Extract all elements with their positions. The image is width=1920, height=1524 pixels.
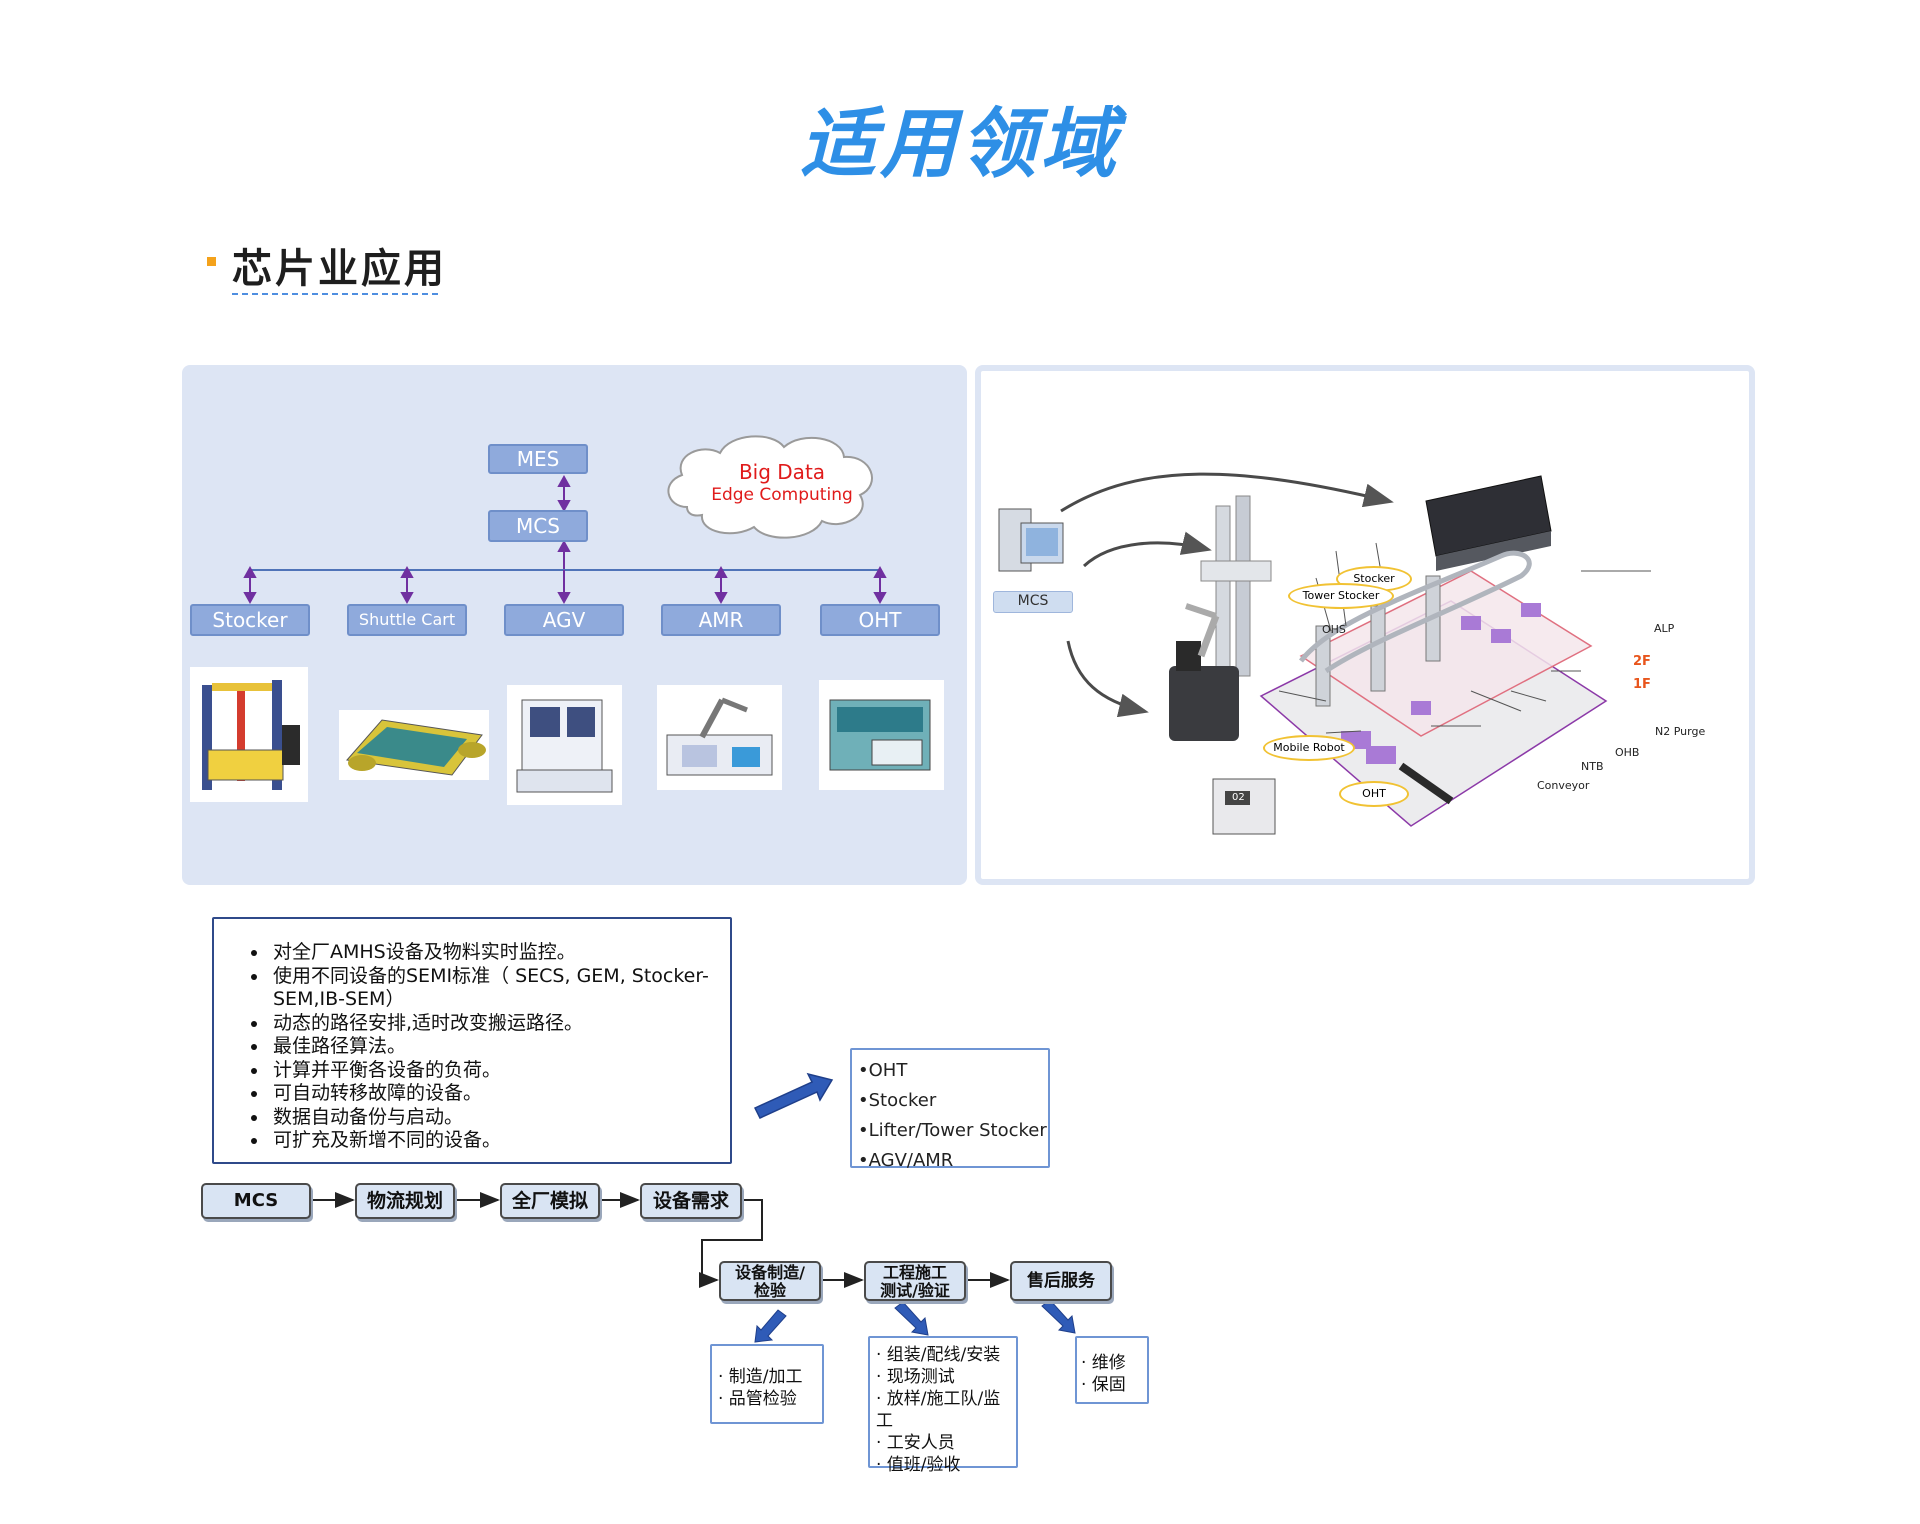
feature-item: 动态的路径安排,适时改变搬运路径。 bbox=[269, 1012, 730, 1036]
map-label-oht: OHT bbox=[1339, 781, 1409, 807]
map-label-n2-purge: N2 Purge bbox=[1655, 725, 1706, 738]
detail-item: · 品管检验 bbox=[718, 1389, 797, 1409]
feature-item: 使用不同设备的SEMI标准（ SECS, GEM, Stocker-SEM,IB… bbox=[269, 965, 730, 1012]
feature-item: 可自动转移故障的设备。 bbox=[269, 1082, 730, 1106]
equipment-shuttle-cart: Shuttle Cart bbox=[347, 604, 467, 636]
map-mcs-label: MCS bbox=[993, 591, 1073, 613]
architecture-panel: MES MCS Big Data Edge Computing Stocker … bbox=[182, 365, 967, 885]
flow-step-construction-line-2: 测试/验证 bbox=[880, 1281, 950, 1300]
detail-item: · 工安人员 bbox=[876, 1433, 955, 1453]
equipment-oht: OHT bbox=[820, 604, 940, 636]
mes-box: MES bbox=[488, 444, 588, 474]
detail-item: · 放样/施工队/监工 bbox=[876, 1389, 1001, 1431]
map-label-1f: 1F bbox=[1633, 677, 1651, 692]
map-label-ohb: OHB bbox=[1615, 746, 1640, 759]
detail-construction-list: · 组装/配线/安装 · 现场测试 · 放样/施工队/监工 · 工安人员 · 值… bbox=[876, 1344, 1016, 1476]
section-bullet bbox=[207, 257, 216, 266]
factory-map-drawing bbox=[998, 472, 1651, 835]
flow-step-logistics-planning: 物流规划 bbox=[355, 1183, 455, 1219]
flow-step-construction: 工程施工 测试/验证 bbox=[864, 1261, 966, 1301]
map-label-mobile-robot: Mobile Robot bbox=[1263, 735, 1355, 761]
feature-item: 可扩充及新增不同的设备。 bbox=[269, 1129, 730, 1153]
detail-service-box: · 维修 · 保固 bbox=[1075, 1336, 1149, 1404]
shuttle-cart-illustration bbox=[339, 710, 489, 780]
page-title: 适用领域 bbox=[800, 99, 1120, 188]
detail-item: · 保固 bbox=[1081, 1375, 1126, 1395]
feature-item: 最佳路径算法。 bbox=[269, 1035, 730, 1059]
detail-manufacturing-list: · 制造/加工 · 品管检验 bbox=[718, 1366, 822, 1410]
feature-item: 数据自动备份与启动。 bbox=[269, 1106, 730, 1130]
flow-step-construction-line-1: 工程施工 bbox=[882, 1263, 947, 1282]
map-label-tower-stocker: Tower Stocker bbox=[1288, 583, 1394, 609]
equipment-agv: AGV bbox=[504, 604, 624, 636]
equipment-stocker: Stocker bbox=[190, 604, 310, 636]
map-label-carrier-tag: 02 bbox=[1232, 792, 1245, 803]
equipment-list-item: •AGV/AMR bbox=[858, 1150, 954, 1171]
feature-list-box: 对全厂AMHS设备及物料实时监控。 使用不同设备的SEMI标准（ SECS, G… bbox=[212, 917, 732, 1164]
equipment-amr: AMR bbox=[661, 604, 781, 636]
equipment-list-item: •Lifter/Tower Stocker bbox=[858, 1120, 1047, 1141]
feature-item: 计算并平衡各设备的负荷。 bbox=[269, 1059, 730, 1083]
factory-map-panel: MCS Stocker Tower Stocker OHS ALP 2F 1F … bbox=[975, 365, 1755, 885]
feature-list: 对全厂AMHS设备及物料实时监控。 使用不同设备的SEMI标准（ SECS, G… bbox=[214, 941, 730, 1153]
section-title: 芯片业应用 bbox=[232, 246, 447, 292]
map-label-ntb: NTB bbox=[1581, 760, 1604, 773]
equipment-list-box: •OHT •Stocker •Lifter/Tower Stocker •AGV… bbox=[850, 1048, 1050, 1171]
flow-step-manufacturing-line-2: 检验 bbox=[753, 1281, 786, 1300]
map-label-2f: 2F bbox=[1633, 654, 1651, 669]
flow-step-manufacturing: 设备制造/ 检验 bbox=[719, 1261, 821, 1301]
section-underline bbox=[232, 293, 438, 295]
detail-item: · 现场测试 bbox=[876, 1367, 955, 1387]
flow-step-after-sales: 售后服务 bbox=[1010, 1261, 1112, 1301]
detail-item: · 制造/加工 bbox=[718, 1367, 803, 1387]
stocker-illustration bbox=[190, 667, 308, 802]
map-label-alp: ALP bbox=[1654, 622, 1675, 635]
map-label-conveyor: Conveyor bbox=[1537, 779, 1590, 792]
map-label-ohs: OHS bbox=[1322, 623, 1346, 636]
mcs-box: MCS bbox=[488, 510, 588, 542]
detail-service-list: · 维修 · 保固 bbox=[1081, 1352, 1147, 1396]
cloud-line-1: Big Data bbox=[738, 460, 826, 484]
agv-illustration bbox=[507, 685, 622, 805]
flow-step-manufacturing-line-1: 设备制造/ bbox=[735, 1263, 805, 1282]
detail-item: · 维修 bbox=[1081, 1353, 1126, 1373]
oht-illustration bbox=[819, 680, 944, 790]
flow-step-mcs: MCS bbox=[201, 1183, 311, 1219]
amr-illustration bbox=[657, 685, 782, 790]
detail-item: · 组装/配线/安装 bbox=[876, 1345, 1001, 1365]
feature-item: 对全厂AMHS设备及物料实时监控。 bbox=[269, 941, 730, 965]
detail-item: · 值班/验收 bbox=[876, 1455, 961, 1475]
detail-construction-box: · 组装/配线/安装 · 现场测试 · 放样/施工队/监工 · 工安人员 · 值… bbox=[868, 1336, 1018, 1475]
cloud-line-2: Edge Computing bbox=[711, 485, 853, 505]
architecture-connectors bbox=[190, 435, 944, 805]
equipment-list-item: •Stocker bbox=[858, 1090, 937, 1111]
flow-step-equipment-demand: 设备需求 bbox=[640, 1183, 742, 1219]
flow-step-plant-simulation: 全厂模拟 bbox=[500, 1183, 600, 1219]
detail-manufacturing-box: · 制造/加工 · 品管检验 bbox=[710, 1344, 824, 1424]
equipment-list-item: •OHT bbox=[858, 1060, 908, 1081]
